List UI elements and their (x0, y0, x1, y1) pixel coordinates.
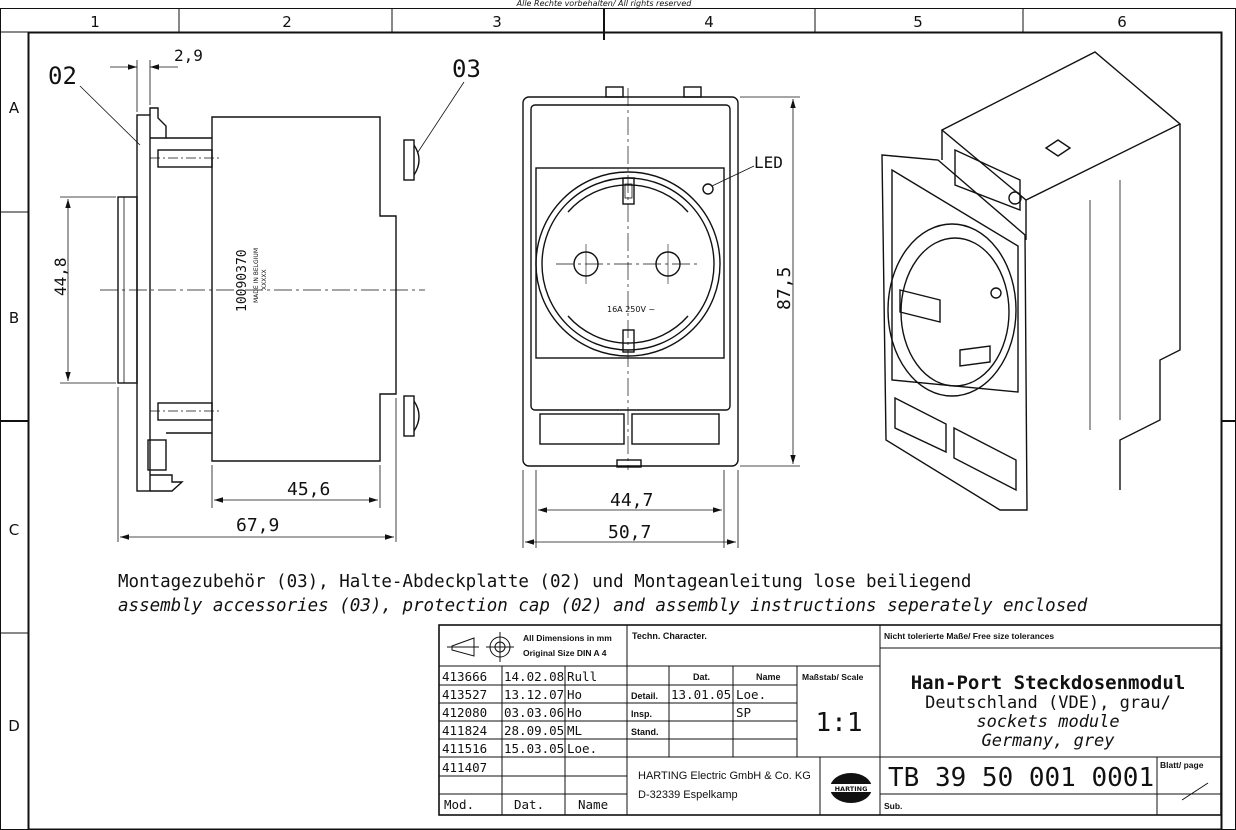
harting-logo: HARTING (828, 773, 874, 803)
rev-name: Rull (567, 669, 597, 684)
approval-header-name: Name (756, 672, 781, 682)
grid-row-c: C (9, 521, 19, 539)
rev-header-date: Dat. (514, 797, 544, 812)
dim-2-9: 2,9 (174, 46, 203, 65)
side-view-labels: 02 03 2,9 44,8 45,6 67,9 10090370 MADE I… (48, 46, 481, 536)
callout-02: 02 (48, 62, 77, 90)
grid-col-5: 5 (913, 13, 923, 31)
grid-row-a: A (9, 99, 20, 117)
grid-row-d: D (8, 717, 20, 735)
title-line2: Deutschland (VDE), grau/ (925, 693, 1171, 713)
techn-character: Techn. Character. (632, 631, 707, 641)
rev-header-mod: Mod. (444, 797, 474, 812)
rev-mod: 411516 (442, 741, 487, 756)
rev-date: 03.03.06 (504, 705, 564, 720)
revision-table: 413666 14.02.08 Rull 413527 13.12.07 Ho … (442, 669, 608, 812)
drawing-number: TB 39 50 001 0001 (888, 763, 1154, 793)
rev-date: 14.02.08 (504, 669, 564, 684)
grid-col-1: 1 (90, 13, 100, 31)
rev-mod: 411824 (442, 723, 487, 738)
led-label: LED (754, 153, 783, 172)
approval-role: Stand. (631, 727, 659, 737)
title-block (438, 624, 1222, 816)
grid-col-3: 3 (492, 13, 502, 31)
rev-name: Ho (567, 687, 582, 702)
rev-header-name: Name (578, 797, 608, 812)
approvals-table: Dat. Name Detail. 13.01.05 Loe. Insp. SP… (631, 672, 864, 738)
approval-name: Loe. (736, 687, 766, 702)
approval-role: Detail. (631, 691, 658, 701)
socket-rating: 16A 250V ~ (607, 305, 655, 314)
front-view (522, 86, 739, 470)
rights-notice: Alle Rechte vorbehalten/ All rights rese… (516, 0, 693, 8)
title-block-text: All Dimensions in mm Original Size DIN A… (442, 631, 1204, 812)
rev-date: 13.12.07 (504, 687, 564, 702)
tolerance-note: Nicht tolerierte Maße/ Free size toleran… (884, 631, 1054, 641)
note-german: Montagezubehör (03), Halte-Abdeckplatte … (118, 572, 971, 592)
notes: Montagezubehör (03), Halte-Abdeckplatte … (118, 572, 1088, 616)
dims-note-line2: Original Size DIN A 4 (523, 648, 607, 658)
rev-mod: 413527 (442, 687, 487, 702)
grid-column-labels: 1 2 3 4 5 6 (90, 13, 1127, 31)
scale-value: 1:1 (816, 708, 863, 738)
product-label-made: MADE IN BELGIUM (253, 248, 260, 303)
rev-date: 28.09.05 (504, 723, 564, 738)
rev-mod: 412080 (442, 705, 487, 720)
rev-name: Loe. (567, 741, 597, 756)
dim-67-9: 67,9 (236, 515, 279, 536)
title-line1: Han-Port Steckdosenmodul (911, 672, 1186, 694)
dim-45-6: 45,6 (287, 479, 330, 500)
company-line1: HARTING Electric GmbH & Co. KG (638, 770, 811, 782)
isometric-view (881, 51, 1182, 511)
side-view-dimensions (60, 60, 465, 542)
side-view (100, 107, 425, 492)
rev-date: 15.03.05 (504, 741, 564, 756)
dim-50-7: 50,7 (608, 522, 651, 543)
callout-03: 03 (452, 55, 481, 83)
grid-col-2: 2 (282, 13, 292, 31)
approval-name: SP (736, 705, 751, 720)
rev-mod: 413666 (442, 669, 487, 684)
dims-note-line1: All Dimensions in mm (523, 633, 612, 643)
drawing-title: Han-Port Steckdosenmodul Deutschland (VD… (911, 672, 1186, 751)
front-view-dimensions (522, 96, 800, 548)
approval-date: 13.01.05 (671, 687, 731, 702)
scale-label: Maßstab/ Scale (802, 672, 864, 682)
grid-col-4: 4 (704, 13, 714, 31)
title-line4: Germany, grey (981, 731, 1115, 751)
dim-44-7: 44,7 (610, 490, 653, 511)
grid-row-labels: A B C D (8, 99, 20, 735)
rev-name: Ho (567, 705, 582, 720)
grid-col-6: 6 (1117, 13, 1127, 31)
company-line2: D-32339 Espelkamp (638, 789, 738, 801)
note-english: assembly accessories (03), protection ca… (118, 596, 1088, 616)
dim-44-8: 44,8 (51, 257, 70, 296)
product-label-number: 10090370 (235, 249, 250, 312)
approval-header-date: Dat. (693, 672, 710, 682)
product-label-code: XXXXX (261, 269, 268, 290)
front-view-labels: LED 16A 250V ~ 87,5 44,7 50,7 (607, 153, 795, 543)
approval-role: Insp. (631, 709, 652, 719)
title-line3: sockets module (976, 712, 1119, 732)
sub-label: Sub. (884, 801, 902, 811)
rev-mod: 411407 (442, 760, 487, 775)
grid-row-b: B (9, 309, 19, 327)
rev-name: ML (567, 723, 582, 738)
sheet-label: Blatt/ page (1160, 760, 1204, 770)
logo-text: HARTING (835, 785, 868, 793)
dim-87-5: 87,5 (774, 267, 795, 310)
